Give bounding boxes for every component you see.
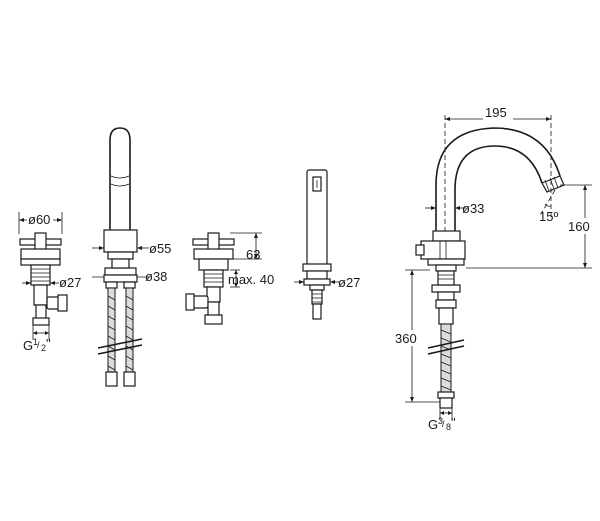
- dim-label-spout-diameter: ø33: [462, 201, 484, 216]
- spout-lock-nut: [104, 267, 137, 276]
- thread-lines: [31, 268, 50, 282]
- dim-label-cap-diameter: ø60: [28, 212, 50, 227]
- dim-label-height: 160: [568, 219, 590, 234]
- dim-label-reach: 195: [485, 105, 507, 120]
- valve-side-nut: [185, 293, 195, 311]
- hose-end-fitting-right: [123, 371, 136, 387]
- hand-shower-assembly: ø27: [294, 169, 360, 320]
- left-valve-assembly: ø60 ø27 G 1 / 2 ": [18, 212, 81, 353]
- cross-handle-hub: [207, 232, 220, 252]
- flexible-hose: [440, 323, 452, 393]
- shower-shank: [306, 270, 328, 280]
- valve-collar: [198, 258, 229, 271]
- spout-shank: [437, 270, 455, 286]
- mixer-spout-assembly: ø55 ø38: [92, 127, 171, 387]
- cross-handle-hub: [34, 232, 47, 252]
- dim-label-handle-height: 63: [246, 247, 260, 262]
- valve-bottom-nut: [204, 314, 223, 325]
- dim-label-thread: G: [23, 338, 33, 353]
- svg-text:8: 8: [446, 422, 451, 432]
- spout-outlet-tip: [541, 175, 565, 193]
- valve-threaded-body: [30, 264, 51, 286]
- break-mark: [97, 338, 143, 349]
- spout-base-ring: [427, 258, 465, 266]
- break-mark: [427, 339, 465, 349]
- spout-connector: [438, 307, 454, 325]
- valve-cap: [20, 248, 61, 260]
- dim-label-angle: 15º: [539, 209, 558, 224]
- shower-lock-nut: [303, 278, 331, 286]
- valve-side-nut: [57, 294, 68, 312]
- hose-end-fitting: [439, 397, 453, 409]
- valve-lower-stem: [35, 304, 47, 320]
- svg-text:": ": [451, 415, 456, 430]
- hose-end-nut: [437, 391, 455, 399]
- gooseneck-spout-assembly: 195 15º ø33 160: [393, 105, 596, 432]
- dim-label-nut-diameter: ø27: [59, 275, 81, 290]
- spout-lock-nut: [431, 284, 461, 293]
- valve-lower-stem: [207, 301, 220, 317]
- hose-end-fitting-left: [105, 371, 118, 387]
- spout-inner-curve: [454, 145, 543, 232]
- svg-text:3: 3: [438, 416, 443, 426]
- break-mark: [97, 344, 143, 355]
- dim-label-supply-thread: G: [428, 417, 438, 432]
- svg-text:/: /: [37, 340, 40, 350]
- dim-label-body-diameter: ø55: [149, 241, 171, 256]
- dim-label-max-deck: max. 40: [228, 272, 274, 287]
- valve-stem: [33, 284, 48, 306]
- dim-label-base-diameter: ø38: [145, 269, 167, 284]
- break-mark: [427, 345, 465, 355]
- shower-hose-stub: [312, 303, 322, 320]
- spout-body: [103, 229, 138, 253]
- spout-collar: [432, 230, 461, 242]
- spout-side-knob: [415, 244, 425, 256]
- svg-text:": ": [46, 336, 51, 351]
- arrow: [19, 218, 24, 222]
- spout-tube: [109, 127, 131, 231]
- valve-cap: [193, 248, 234, 260]
- middle-valve-assembly: 63 max. 40: [185, 232, 274, 325]
- dim-label-shower-nut-diameter: ø27: [338, 275, 360, 290]
- valve-ring: [20, 258, 61, 266]
- arrow: [57, 218, 62, 222]
- valve-bottom-nut: [32, 317, 50, 326]
- spout-washer: [103, 274, 138, 283]
- spout-shank: [111, 258, 130, 269]
- flexible-hose-right: [125, 287, 134, 373]
- shower-collar: [302, 263, 332, 272]
- svg-text:1: 1: [33, 337, 38, 347]
- svg-text:/: /: [442, 419, 445, 429]
- svg-text:2: 2: [41, 343, 46, 353]
- valve-threaded-body: [203, 269, 224, 288]
- spout-outer-curve: [435, 127, 561, 232]
- flexible-hose-left: [107, 287, 116, 373]
- spout-body: [420, 240, 466, 260]
- spout-ring: [107, 251, 134, 260]
- dim-label-length: 360: [395, 331, 417, 346]
- valve-stem: [206, 286, 221, 303]
